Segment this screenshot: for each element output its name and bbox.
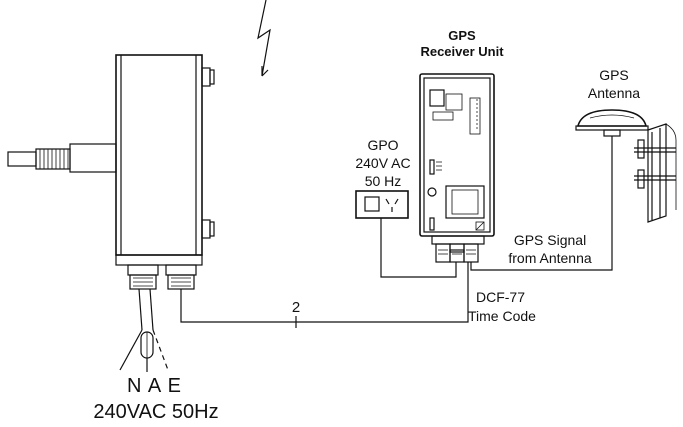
- cable-stub: [7, 143, 117, 173]
- gps-receiver-title-line2: Receiver Unit: [420, 44, 504, 59]
- dcf77-label-line2: Time Code: [468, 308, 536, 324]
- gpo-label-line1: GPO: [367, 137, 398, 153]
- mains-cable: [119, 288, 169, 372]
- power-cable: [380, 218, 457, 278]
- gps-signal-label-line2: from Antenna: [508, 250, 591, 266]
- mains-wires-label: N A E: [127, 375, 181, 397]
- mains-supply-label: 240VAC 50Hz: [93, 401, 218, 423]
- dcf77-label-line1: DCF-77: [476, 289, 525, 305]
- cable-gland-right: [165, 264, 197, 290]
- lightning-bolt-icon: [257, 0, 271, 77]
- gps-antenna-label-line2: Antenna: [588, 85, 640, 101]
- clock-enclosure: [7, 54, 215, 290]
- gps-signal-label-line1: GPS Signal: [514, 232, 586, 248]
- cable-gland-left: [127, 264, 159, 290]
- gps-antenna: [575, 109, 677, 223]
- gpo-label-line3: 50 Hz: [365, 173, 402, 189]
- cable-count-label: 2: [292, 299, 300, 316]
- power-socket-icon: [385, 198, 399, 212]
- gps-signal-cable: [470, 136, 613, 271]
- dcf77-cable: [180, 262, 469, 323]
- gps-receiver-title-line1: GPS: [448, 28, 476, 43]
- gpo-outlet: [355, 190, 409, 219]
- gps-receiver-unit: [419, 73, 495, 263]
- gps-antenna-label-line1: GPS: [599, 67, 629, 83]
- gpo-label-line2: 240V AC: [355, 155, 410, 171]
- mounting-bracket: [201, 67, 215, 239]
